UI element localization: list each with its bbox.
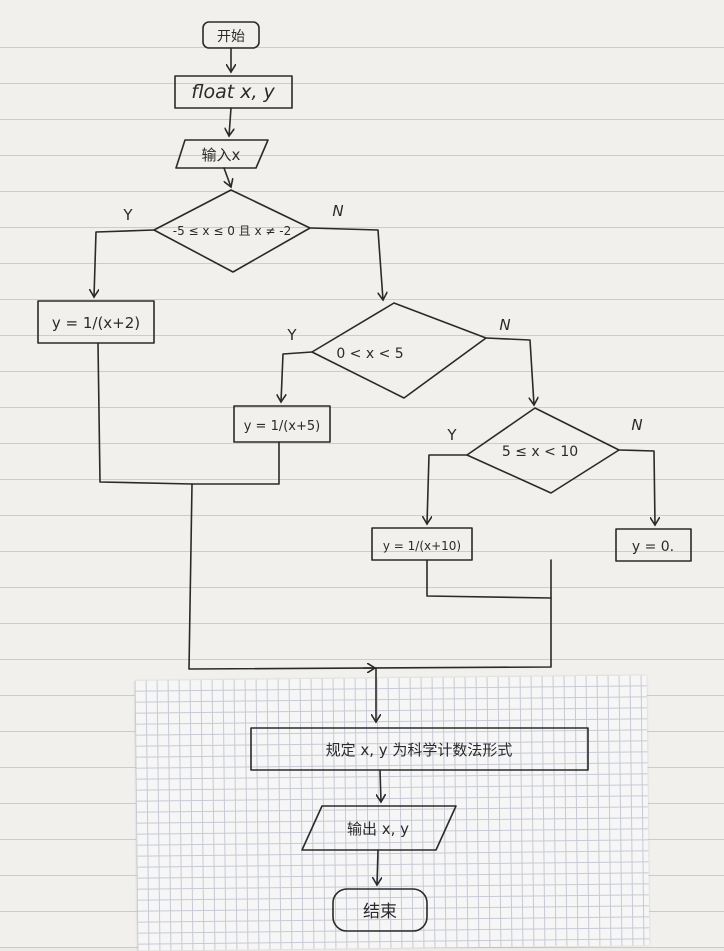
start-label: 开始 (217, 29, 245, 45)
assign2-process-box (233, 405, 331, 443)
merge-line-main (188, 483, 552, 670)
arrow-input-to-cond1 (223, 167, 231, 187)
declare-process-box (174, 75, 293, 109)
assign2-label: y = 1/(x+5) (244, 419, 321, 434)
condition3-label: 5 ≤ x < 10 (502, 444, 578, 460)
cond2-yes-label: Y (286, 326, 297, 344)
input-parallelogram (175, 139, 269, 169)
output-parallelogram (301, 805, 457, 851)
end-terminal (332, 888, 428, 932)
cond2-no-label: N (499, 316, 510, 334)
cond3-yes-label: Y (446, 426, 457, 444)
cond1-no-label: N (332, 202, 343, 220)
format-label: 规定 x, y 为科学计数法形式 (326, 741, 513, 759)
arrow-cond2-no (485, 337, 534, 405)
condition1-label: -5 ≤ x ≤ 0 且 x ≠ -2 (173, 224, 291, 238)
arrow-declare-to-input (229, 107, 231, 136)
assign3-label: y = 1/(x+10) (383, 539, 461, 553)
arrow-cond1-no (309, 227, 383, 300)
arrow-output-to-end (377, 849, 378, 885)
merge-line-inner (426, 559, 552, 599)
arrow-cond1-yes (94, 229, 155, 297)
arrow-cond3-no (618, 449, 655, 525)
format-process-box (250, 727, 589, 771)
arrow-cond3-yes (427, 454, 468, 524)
cond3-no-label: N (631, 416, 642, 434)
cond1-yes-label: Y (122, 206, 133, 224)
assign4-process-box (615, 528, 692, 562)
merge-line-assign2 (191, 441, 280, 485)
assign3-process-box (371, 527, 473, 561)
output-label: 输出 x, y (347, 820, 409, 838)
merge-line-assign1 (97, 342, 193, 485)
end-label: 结束 (363, 902, 397, 922)
arrow-cond2-yes (281, 351, 313, 402)
input-label: 输入x (202, 146, 241, 164)
assign1-label: y = 1/(x+2) (52, 314, 140, 332)
arrow-format-to-output (380, 769, 381, 802)
assign4-label: y = 0. (632, 539, 674, 555)
assign1-process-box (37, 300, 155, 344)
condition2-label: 0 < x < 5 (336, 346, 403, 362)
declare-label: float x, y (191, 81, 275, 103)
